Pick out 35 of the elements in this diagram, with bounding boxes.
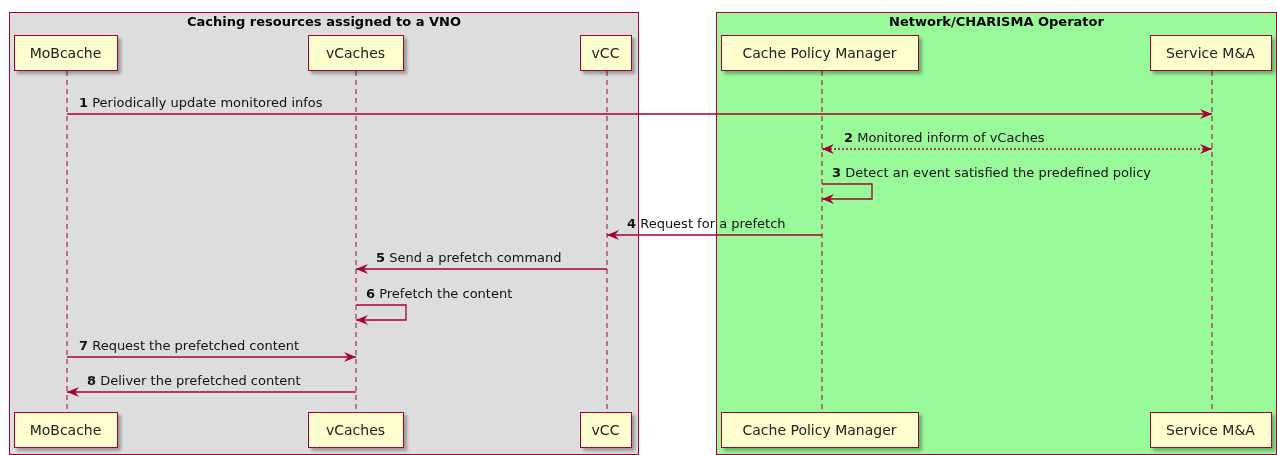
participant-box: Service M&A — [1149, 411, 1272, 448]
lifeline — [1208, 70, 1215, 412]
participant-box: vCC — [579, 411, 632, 448]
self-message-arrow — [821, 183, 873, 204]
group-title: Caching resources assigned to a VNO — [186, 14, 461, 29]
participant-box: vCC — [579, 34, 632, 71]
message-label: 3 Detect an event satisfied the predefined policy — [832, 165, 1152, 181]
group-box — [9, 12, 639, 455]
message-arrow — [355, 264, 608, 274]
group-box — [716, 12, 1277, 455]
message-arrow — [606, 230, 823, 240]
message-label: 5 Send a prefetch command — [376, 250, 562, 266]
participant-box: MoBcache — [13, 34, 118, 71]
lifeline — [603, 70, 610, 412]
message-label: 4 Request for a prefetch — [627, 216, 786, 232]
participant-box: MoBcache — [13, 411, 118, 448]
participant-box: Cache Policy Manager — [720, 34, 919, 71]
message-arrow — [821, 144, 1213, 154]
participant-box: vCaches — [307, 34, 404, 71]
message-label: 2 Monitored inform of vCaches — [844, 130, 1045, 146]
message-label: 1 Periodically update monitored infos — [79, 95, 323, 111]
message-arrow — [66, 352, 357, 362]
group-title: Network/CHARISMA Operator — [889, 14, 1104, 29]
self-message-arrow — [355, 304, 407, 325]
lifeline — [63, 70, 70, 412]
message-arrow — [66, 109, 1213, 119]
lifeline — [352, 70, 359, 412]
message-label: 7 Request the prefetched content — [79, 338, 300, 354]
participant-box: Service M&A — [1149, 34, 1272, 71]
participant-box: vCaches — [307, 411, 404, 448]
message-arrow — [66, 387, 357, 397]
participant-box: Cache Policy Manager — [720, 411, 919, 448]
lifeline — [818, 70, 825, 412]
message-label: 8 Deliver the prefetched content — [87, 373, 301, 389]
message-label: 6 Prefetch the content — [366, 286, 513, 302]
